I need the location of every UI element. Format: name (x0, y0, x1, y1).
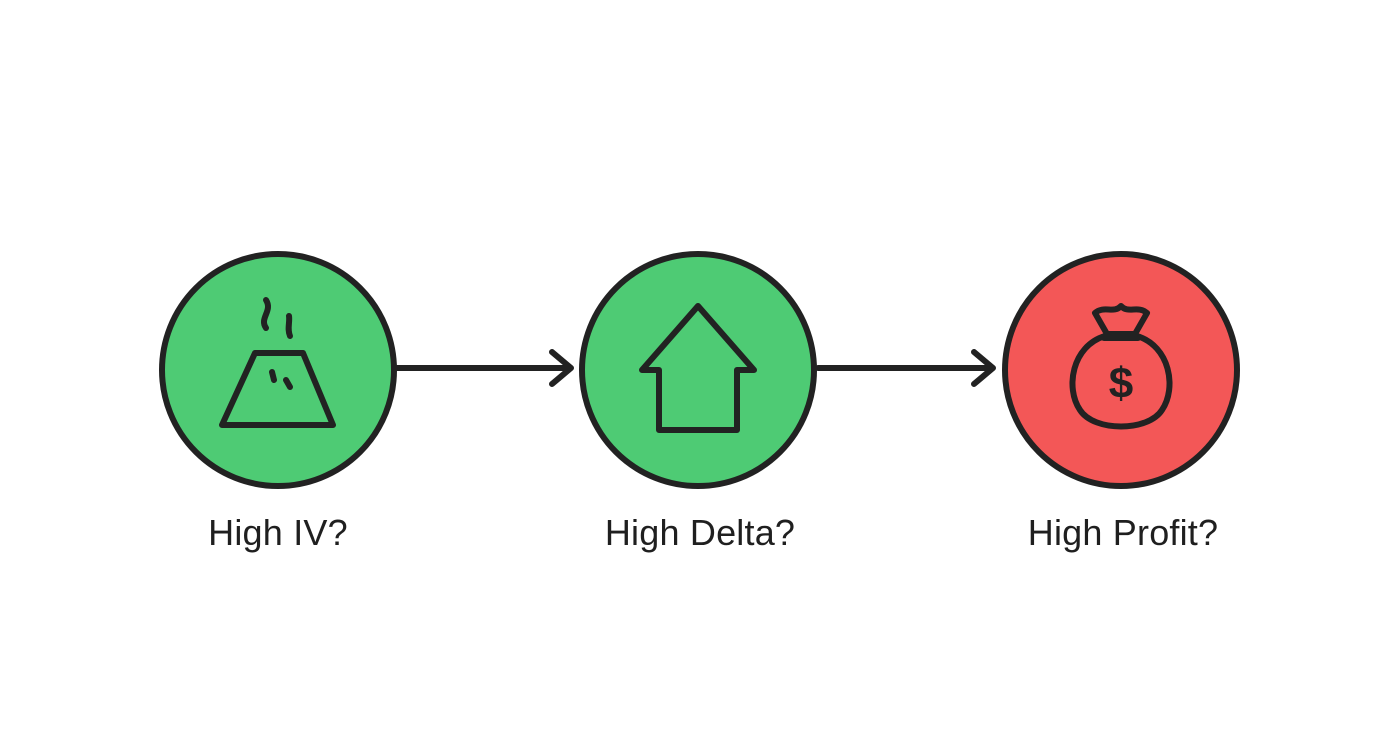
connector-arrow-2 (815, 349, 996, 387)
step-label-high-iv: High IV? (208, 512, 348, 553)
step-node-high-iv (159, 251, 397, 489)
dollar-sign: $ (1109, 359, 1133, 408)
step-node-high-delta (579, 251, 817, 489)
money-bag-icon: $ (1069, 303, 1173, 430)
step-circle-3 (1002, 251, 1240, 489)
step-circle-1 (159, 251, 397, 489)
connector-arrow-1 (394, 349, 574, 387)
step-label-high-profit: High Profit? (1027, 512, 1219, 553)
step-label-high-delta: High Delta? (604, 512, 796, 553)
step-node-high-profit: $ (1002, 251, 1240, 489)
up-arrow-house-icon (639, 303, 757, 433)
volcano-icon (219, 297, 336, 428)
step-circle-2 (579, 251, 817, 489)
